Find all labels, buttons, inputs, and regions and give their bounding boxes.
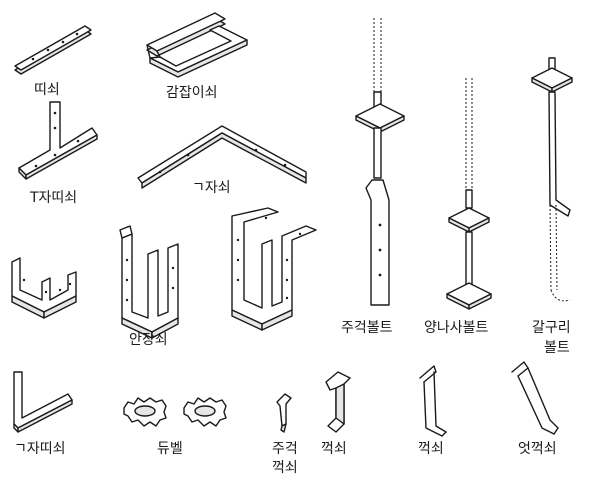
dowel-connector-drawing (123, 397, 227, 427)
saddle-hanger-left-drawing (119, 225, 179, 339)
label-skew-cramp: 엇꺽쇠 (518, 441, 557, 457)
label-flat-strap: 띠쇠 (34, 82, 60, 98)
angle-flat-strap-drawing (13, 371, 73, 433)
label-u-strap: 감잡이쇠 (166, 85, 218, 101)
label-strap-clamp-line2: 꺽쇠 (272, 460, 298, 476)
label-angle-flat-strap: ㄱ자띠쇠 (14, 441, 66, 457)
double-end-bolt-drawing (446, 78, 492, 310)
label-strap-clamp-line1: 주걱 (272, 441, 298, 457)
cramp-1-drawing (325, 371, 351, 433)
u-strap-drawing (146, 12, 248, 78)
strap-bolt-drawing (355, 18, 405, 306)
t-strap-drawing (18, 101, 98, 180)
angle-strap-drawing (137, 125, 307, 189)
label-t-strap: T자띠쇠 (30, 190, 78, 206)
label-angle-strap: ㄱ자쇠 (192, 180, 231, 196)
cramp-2-drawing (419, 365, 447, 437)
skew-cramp-drawing (511, 361, 559, 435)
saddle-hanger-right-drawing (231, 207, 317, 331)
label-hook-bolt-line1: 갈구리 (532, 320, 571, 336)
label-dowel: 듀벨 (157, 441, 183, 457)
label-cramp-2: 꺽쇠 (418, 441, 444, 457)
label-strap-bolt: 주걱볼트 (341, 320, 393, 336)
flat-strap-drawing (14, 25, 92, 75)
strap-clamp-drawing (276, 393, 292, 433)
hook-bolt-drawing (531, 57, 573, 302)
label-hook-bolt-line2: 볼트 (544, 340, 570, 356)
label-saddle-hanger: 안장쇠 (129, 332, 168, 348)
small-saddle-drawing (11, 257, 77, 319)
label-double-end-bolt: 양나사볼트 (424, 320, 489, 336)
label-cramp-1: 꺽쇠 (321, 441, 347, 457)
